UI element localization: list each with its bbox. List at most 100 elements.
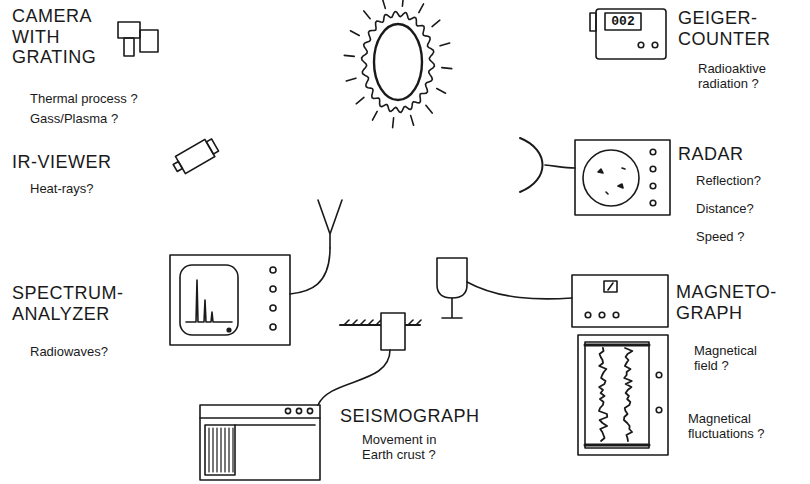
- meter: [604, 281, 617, 292]
- spectrum-analyzer-icon: [170, 255, 290, 345]
- strip-line: [228, 428, 229, 472]
- light-ray: [392, 118, 395, 128]
- camera-grip: [124, 38, 134, 56]
- spectrum-peaks: [186, 280, 232, 322]
- paper-roll: [585, 345, 649, 445]
- camera-lens: [140, 30, 158, 52]
- measurement-question: Radioaktive radiation ?: [698, 62, 798, 92]
- radar-cable: [545, 165, 575, 168]
- strip-hatching: [209, 428, 233, 472]
- measurement-question: Radiowaves?: [30, 345, 150, 360]
- magnetograph-case: [572, 275, 668, 327]
- measurement-question: Speed ?: [696, 230, 806, 245]
- light-ray: [364, 11, 370, 19]
- luminous-object: [344, 0, 451, 128]
- light-ray: [382, 0, 385, 8]
- instrument-group: IR-VIEWER Heat-rays?: [12, 152, 162, 197]
- light-ray: [440, 43, 450, 46]
- recorder-case: [578, 335, 668, 455]
- light-ray: [402, 0, 405, 6]
- panel-line: [200, 417, 320, 419]
- measurement-question: Heat-rays?: [30, 182, 150, 197]
- screen-dot: [227, 328, 231, 332]
- radar-echoes: [598, 168, 625, 194]
- knob: [599, 312, 605, 318]
- light-ray: [426, 105, 432, 113]
- light-ray: [419, 4, 424, 13]
- geiger-case: [596, 9, 666, 59]
- instrument-group: SEISMOGRAPHMovement in Earth crust ?: [340, 406, 515, 463]
- antenna-symbol: [318, 200, 342, 248]
- instrument-name: RADAR: [678, 144, 788, 165]
- meter-needle: [608, 283, 613, 290]
- geiger-counter-icon: [590, 9, 666, 59]
- camera-body: [118, 22, 140, 38]
- knob: [638, 42, 644, 48]
- recorder-traces: [599, 348, 632, 441]
- camera-icon: [118, 22, 158, 56]
- knob: [652, 42, 658, 48]
- ground-hatch: [408, 320, 413, 325]
- sensor-cable: [467, 282, 572, 299]
- magnetograph-icon: [572, 275, 668, 455]
- strip-line: [224, 428, 225, 472]
- ground-hatch: [368, 320, 373, 325]
- measurement-question: Magnetical field ?: [694, 344, 782, 374]
- knob: [285, 408, 290, 413]
- sensor-cup: [437, 258, 467, 298]
- strip-line: [232, 428, 233, 472]
- instrument-group: SPECTRUM- ANALYZER Radiowaves?: [12, 283, 150, 360]
- knob: [307, 408, 312, 413]
- measurement-question: Reflection?: [696, 174, 806, 189]
- radar-icon: [520, 138, 670, 215]
- ir-viewer-icon: [170, 136, 220, 176]
- panel-line: [235, 424, 315, 426]
- light-ray: [350, 31, 359, 36]
- instrument-name: SPECTRUM- ANALYZER: [12, 283, 144, 324]
- ir-viewer-lens: [206, 139, 218, 154]
- knob: [585, 312, 591, 318]
- trace-line: [599, 348, 607, 441]
- paper-strip: [205, 425, 235, 475]
- seismic-sensor: [381, 313, 405, 350]
- analyzer-screen: [180, 265, 238, 335]
- antenna-cable: [290, 248, 330, 294]
- knob: [650, 149, 656, 155]
- knob: [656, 407, 662, 413]
- seismograph-case: [200, 405, 320, 480]
- knob: [656, 372, 662, 378]
- strip-line: [208, 428, 209, 472]
- knob: [613, 312, 619, 318]
- instrument-name: MAGNETO- GRAPH: [676, 282, 802, 323]
- knob: [650, 166, 656, 172]
- light-ray: [372, 111, 377, 120]
- light-ray: [432, 20, 440, 26]
- instrument-group: CAMERA WITH GRATINGThermal process ?Gass…: [12, 6, 190, 127]
- radar-dish: [520, 138, 543, 192]
- instrument-name: GEIGER- COUNTER: [678, 8, 804, 49]
- magnetometer-sensor: [437, 258, 572, 318]
- strip-line: [212, 428, 213, 472]
- instrument-group: GEIGER- COUNTER Radioaktive radiation ?: [678, 8, 804, 92]
- ground-hatch: [352, 320, 357, 325]
- knob: [270, 286, 276, 292]
- ground-hatch: [360, 320, 365, 325]
- antenna: [290, 200, 342, 294]
- sensor-stand: [442, 298, 462, 318]
- knob: [270, 324, 276, 330]
- object-core: [374, 24, 422, 100]
- ground-hatch: [344, 320, 349, 325]
- knob: [650, 183, 656, 189]
- knob: [296, 408, 301, 413]
- instrument-name: IR-VIEWER: [12, 152, 162, 173]
- light-ray: [346, 78, 356, 81]
- object-glow: [362, 12, 435, 113]
- ground-hatch: [416, 320, 421, 325]
- knob: [270, 305, 276, 311]
- measurement-question: Movement in Earth crust ?: [362, 433, 464, 463]
- light-ray: [344, 55, 354, 58]
- measurement-question: Thermal process ?: [30, 92, 190, 107]
- light-ray: [356, 97, 364, 103]
- strip-line: [216, 428, 217, 472]
